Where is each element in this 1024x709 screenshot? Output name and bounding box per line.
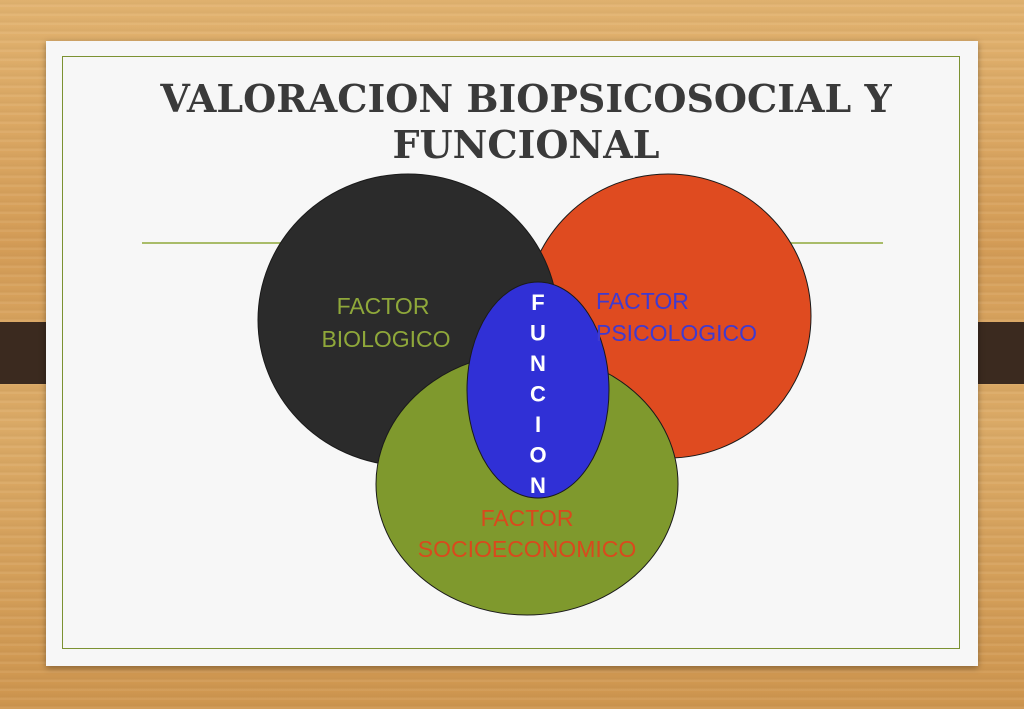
- label-funcion-letter: C: [530, 382, 546, 407]
- label-funcion-letter: O: [529, 443, 546, 468]
- slide-title-line-2: FUNCIONAL: [392, 122, 660, 167]
- label-funcion-letter: I: [535, 412, 541, 437]
- slide-title: VALORACION BIOPSICOSOCIAL Y FUNCIONAL: [46, 76, 1006, 168]
- label-funcion-letter: N: [530, 473, 546, 498]
- label-funcion: FUNCION: [529, 290, 546, 498]
- slide-title-line-1: VALORACION BIOPSICOSOCIAL Y: [160, 76, 892, 121]
- label-socioeconomico-line-2: SOCIOECONOMICO: [418, 536, 637, 562]
- label-biologico-line-1: FACTOR: [337, 293, 430, 319]
- label-biologico-line-2: BIOLOGICO: [321, 326, 450, 352]
- ellipse-funcion: [466, 281, 610, 499]
- slide-frame: [62, 56, 960, 649]
- label-funcion-letter: U: [530, 321, 546, 346]
- label-funcion-letter: N: [530, 351, 546, 376]
- label-socioeconomico-line-1: FACTOR: [481, 505, 574, 531]
- label-psicologico-line-2: PSICOLOGICO: [596, 320, 757, 346]
- label-psicologico-line-1: FACTOR: [596, 288, 689, 314]
- label-funcion-letter: F: [531, 290, 544, 315]
